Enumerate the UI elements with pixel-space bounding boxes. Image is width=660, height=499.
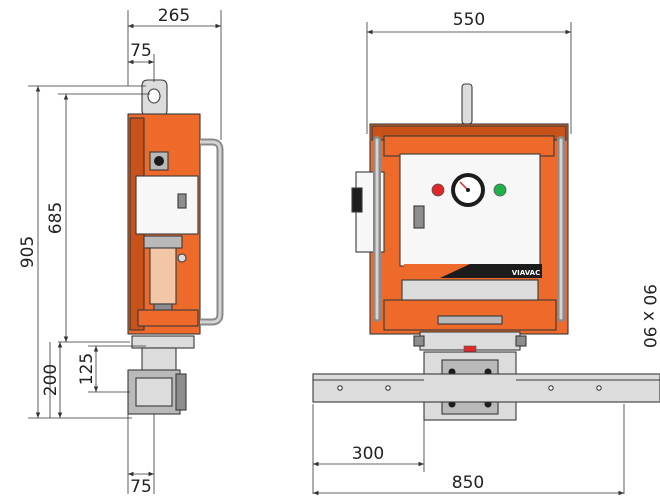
side-control-panel xyxy=(135,175,199,235)
front-lifting-handle xyxy=(461,83,473,125)
dim-beam-section: 90 x 90 xyxy=(639,284,659,348)
dim-width-side: 265 xyxy=(158,6,190,26)
side-filter xyxy=(143,235,183,249)
dim-beam-offset: 300 xyxy=(352,444,384,464)
side-dimensions: 265 75 905 685 200 125 75 xyxy=(18,6,222,497)
dim-height-clamp: 125 xyxy=(77,353,97,385)
dim-offset-side-top: 75 xyxy=(130,41,152,61)
dim-width-front: 550 xyxy=(453,10,485,30)
front-view: VIAVAC xyxy=(351,83,569,421)
dim-beam-length: 850 xyxy=(452,473,484,493)
vacuum-gauge xyxy=(451,173,485,207)
indicator-red xyxy=(431,183,445,197)
front-dimensions: 550 300 850 90 x 90 xyxy=(312,10,659,496)
beam xyxy=(312,373,660,403)
dim-height-body: 685 xyxy=(46,202,66,234)
indicator-green xyxy=(493,183,507,197)
dim-height-bottom: 200 xyxy=(41,364,61,396)
side-view xyxy=(127,79,224,415)
front-switch xyxy=(413,205,425,229)
side-handle xyxy=(200,138,224,326)
dim-height-total: 905 xyxy=(18,236,38,268)
brand-label: VIAVAC xyxy=(512,269,540,277)
side-clamp xyxy=(141,347,177,373)
dim-offset-side-bottom: 75 xyxy=(130,477,152,497)
